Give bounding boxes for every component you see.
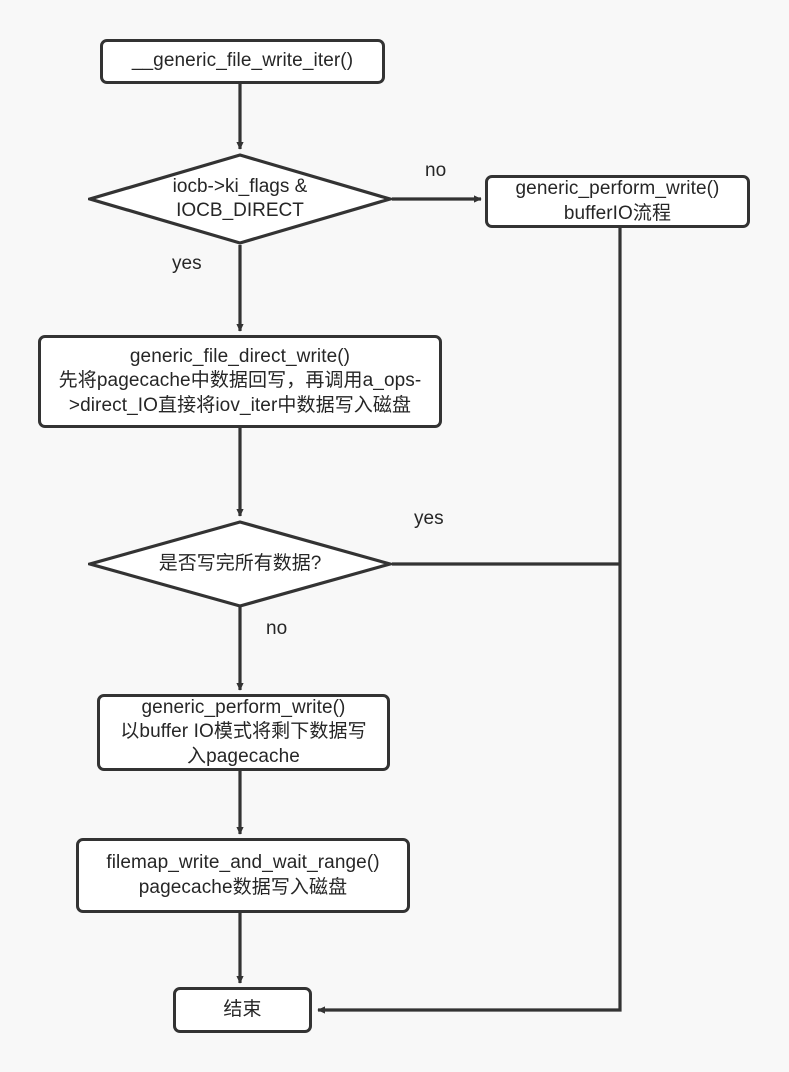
node-decision-all-written-label: 是否写完所有数据? [158, 552, 322, 574]
edge-label-direct-yes-text: yes [172, 253, 202, 274]
node-decision-iocb-direct-label: iocb->ki_flags & IOCB_DIRECT [172, 175, 308, 221]
node-filemap-write-and-wait-range[interactable]: filemap_write_and_wait_range() pagecache… [76, 838, 410, 913]
node-filemap-write-and-wait-range-label: filemap_write_and_wait_range() pagecache… [106, 852, 380, 898]
edge-label-direct-yes: yes [172, 253, 202, 275]
node-generic-file-direct-write-label: generic_file_direct_write() 先将pagecache中… [58, 346, 422, 416]
node-start-label: __generic_file_write_iter() [131, 50, 354, 72]
edge-label-all-written-yes-text: yes [414, 508, 444, 529]
node-end[interactable]: 结束 [173, 987, 312, 1033]
edge-label-direct-no: no [425, 160, 446, 182]
node-generic-perform-write[interactable]: generic_perform_write() 以buffer IO模式将剩下数… [97, 694, 390, 771]
node-generic-file-direct-write[interactable]: generic_file_direct_write() 先将pagecache中… [38, 335, 442, 428]
node-end-label: 结束 [223, 998, 262, 1020]
node-buffer-io-write[interactable]: generic_perform_write() bufferIO流程 [485, 175, 750, 228]
node-generic-perform-write-label: generic_perform_write() 以buffer IO模式将剩下数… [120, 697, 367, 767]
node-buffer-io-write-label: generic_perform_write() bufferIO流程 [515, 178, 720, 224]
edge-label-all-written-no-text: no [266, 618, 288, 639]
node-decision-iocb-direct[interactable]: iocb->ki_flags & IOCB_DIRECT [88, 153, 392, 245]
node-start[interactable]: __generic_file_write_iter() [100, 39, 385, 84]
diamond-shape-1 [88, 153, 392, 245]
node-decision-all-written[interactable]: 是否写完所有数据? [88, 520, 392, 608]
edge-label-direct-no-text: no [425, 160, 447, 181]
edge-label-all-written-no: no [266, 618, 287, 640]
edge-label-all-written-yes: yes [414, 508, 444, 530]
